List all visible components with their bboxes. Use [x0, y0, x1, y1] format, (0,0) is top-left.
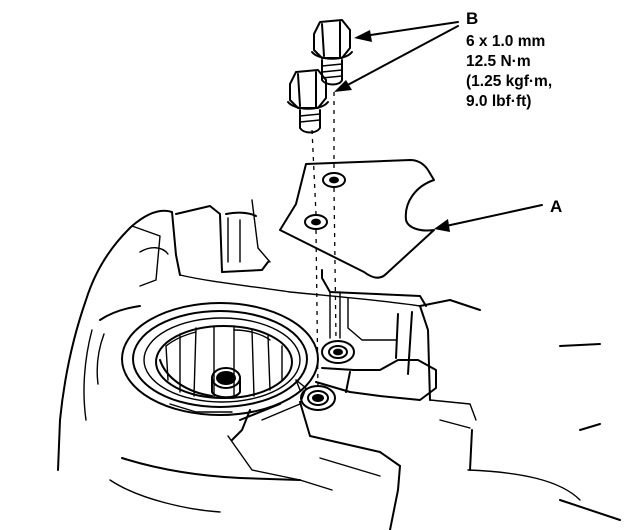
- alignment-lines: [311, 92, 337, 391]
- bracket-a: [279, 159, 435, 279]
- label-a: A: [550, 197, 562, 216]
- housing-bolt-hole-upper: [321, 340, 355, 364]
- bolt-size-spec: 6 x 1.0 mm: [466, 33, 545, 50]
- ring-gear-assembly: [121, 302, 319, 416]
- transmission-housing: [57, 199, 621, 530]
- leader-a: [434, 204, 543, 232]
- leader-b-lower: [334, 25, 459, 92]
- bolt-b-lower: [287, 69, 329, 134]
- bolt-b-upper: [311, 19, 353, 86]
- label-b: B: [466, 9, 478, 28]
- leader-b-upper: [354, 21, 459, 42]
- torque-nm-spec: 12.5 N·m: [466, 53, 531, 70]
- torque-kgfm-spec: (1.25 kgf·m,: [466, 73, 552, 90]
- torque-lbfft-spec: 9.0 lbf·ft): [466, 93, 531, 110]
